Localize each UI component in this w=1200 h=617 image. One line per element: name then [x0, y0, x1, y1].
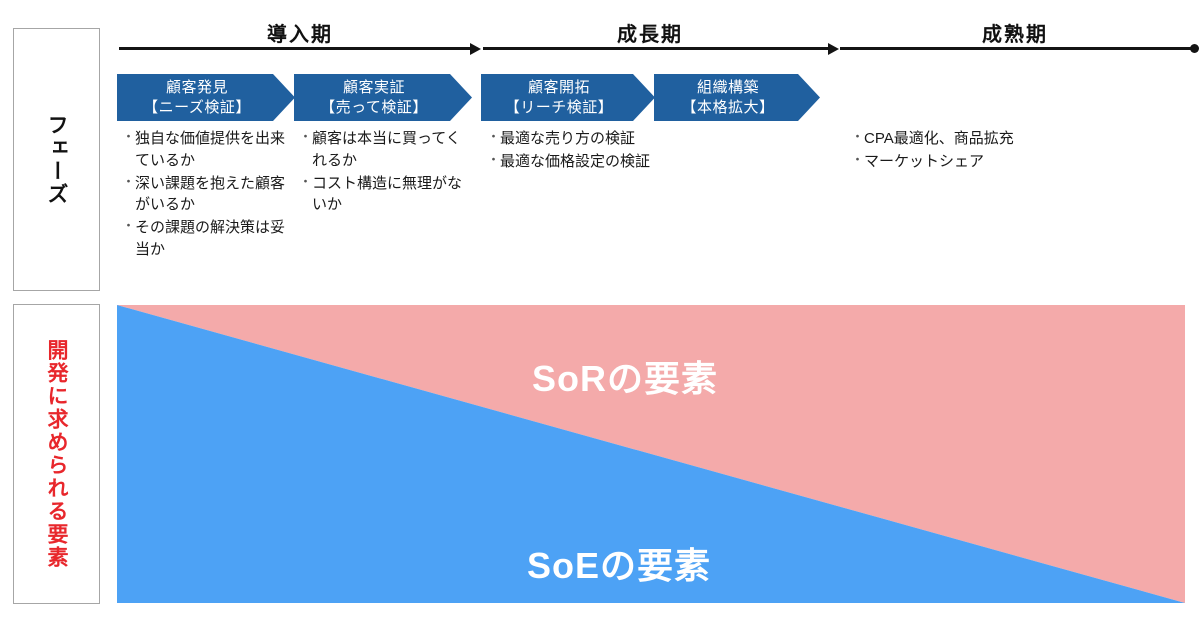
series-label-sor: SoRの要素	[532, 358, 719, 399]
timeline-segment-introduction	[119, 47, 474, 50]
bullet-marker-icon: ・	[299, 173, 313, 189]
bullets-customer-validation: ・ 顧客は本当に買ってくれるか ・ コスト構造に無理がないか	[299, 128, 465, 217]
bullet-marker-icon: ・	[851, 151, 865, 167]
stage-label-growth: 成長期	[617, 24, 683, 46]
development-row-label-box: 開発に求められる要素	[13, 304, 100, 604]
chevron-customer-discovery-line2: 【ニーズ検証】	[143, 98, 251, 116]
bullet-text: 独自な価値提供を出来ているか	[135, 130, 286, 169]
timeline-segment-growth	[483, 47, 831, 50]
chevron-customer-validation-line1: 顧客実証	[342, 78, 405, 96]
timeline-arrowhead-introduction	[470, 42, 481, 55]
bullet-item: ・ 最適な価格設定の検証	[487, 151, 817, 173]
bullet-text: マーケットシェア	[864, 152, 985, 170]
chevron-company-building[interactable]: 組織構築 【本格拡大】	[654, 74, 820, 121]
bullets-customer-discovery: ・ 独自な価値提供を出来ているか ・ 深い課題を抱えた顧客がいるか ・ その課題…	[122, 128, 290, 262]
bullet-item: ・ その課題の解決策は妥当か	[122, 217, 290, 261]
phase-row-label: フェーズ	[45, 113, 68, 206]
bullet-marker-icon: ・	[122, 218, 136, 233]
bullet-marker-icon: ・	[487, 151, 501, 167]
phase-row-label-box: フェーズ	[13, 28, 100, 291]
bullets-customer-creation: ・ 最適な売り方の検証 ・ 最適な価格設定の検証	[487, 128, 817, 174]
timeline-arrowhead-growth	[828, 42, 839, 55]
bullet-text: 最適な売り方の検証	[500, 130, 636, 147]
bullet-marker-icon: ・	[487, 129, 501, 144]
chevron-company-building-line1: 組織構築	[696, 78, 759, 96]
development-row-label: 開発に求められる要素	[45, 339, 68, 569]
chevron-company-building-line2: 【本格拡大】	[681, 98, 775, 116]
timeline-segment-maturity	[840, 47, 1192, 50]
bullet-item: ・ 顧客は本当に買ってくれるか	[299, 128, 465, 172]
bullet-text: コスト構造に無理がないか	[312, 174, 463, 214]
bullet-item: ・ 独自な価値提供を出来ているか	[122, 128, 290, 172]
timeline-end-dot	[1190, 44, 1199, 53]
sor-soe-area-chart: SoRの要素 SoEの要素	[117, 305, 1185, 603]
bullet-text: 深い課題を抱えた顧客がいるか	[135, 174, 286, 214]
bullet-text: その課題の解決策は妥当か	[135, 219, 286, 258]
bullet-marker-icon: ・	[851, 129, 865, 144]
bullet-text: 顧客は本当に買ってくれるか	[312, 130, 461, 169]
bullet-item: ・ コスト構造に無理がないか	[299, 173, 465, 217]
bullet-item: ・ CPA最適化、商品拡充	[851, 128, 1181, 150]
chevron-customer-discovery[interactable]: 顧客発見 【ニーズ検証】	[117, 74, 295, 121]
stage-label-maturity: 成熟期	[982, 24, 1048, 46]
bullet-text: 最適な価格設定の検証	[500, 152, 651, 170]
series-area-soe	[117, 305, 1185, 603]
bullet-item: ・ 最適な売り方の検証	[487, 128, 817, 150]
bullet-item: ・ 深い課題を抱えた顧客がいるか	[122, 173, 290, 217]
bullet-item: ・ マーケットシェア	[851, 151, 1181, 173]
chevron-customer-creation[interactable]: 顧客開拓 【リーチ検証】	[481, 74, 655, 121]
bullets-maturity: ・ CPA最適化、商品拡充 ・ マーケットシェア	[851, 128, 1181, 174]
bullet-marker-icon: ・	[122, 129, 136, 144]
bullet-marker-icon: ・	[122, 173, 136, 189]
bullet-marker-icon: ・	[299, 129, 313, 144]
chevron-customer-discovery-line1: 顧客発見	[165, 78, 228, 96]
stage-label-introduction: 導入期	[267, 24, 333, 46]
series-label-soe: SoEの要素	[527, 545, 712, 586]
chevron-customer-creation-line1: 顧客開拓	[527, 78, 590, 96]
chevron-customer-creation-line2: 【リーチ検証】	[504, 98, 614, 116]
chevron-customer-validation-line2: 【売って検証】	[320, 98, 428, 116]
chevron-customer-validation[interactable]: 顧客実証 【売って検証】	[294, 74, 472, 121]
bullet-text: CPA最適化、商品拡充	[864, 130, 1014, 147]
sor-soe-area-svg	[117, 305, 1185, 603]
